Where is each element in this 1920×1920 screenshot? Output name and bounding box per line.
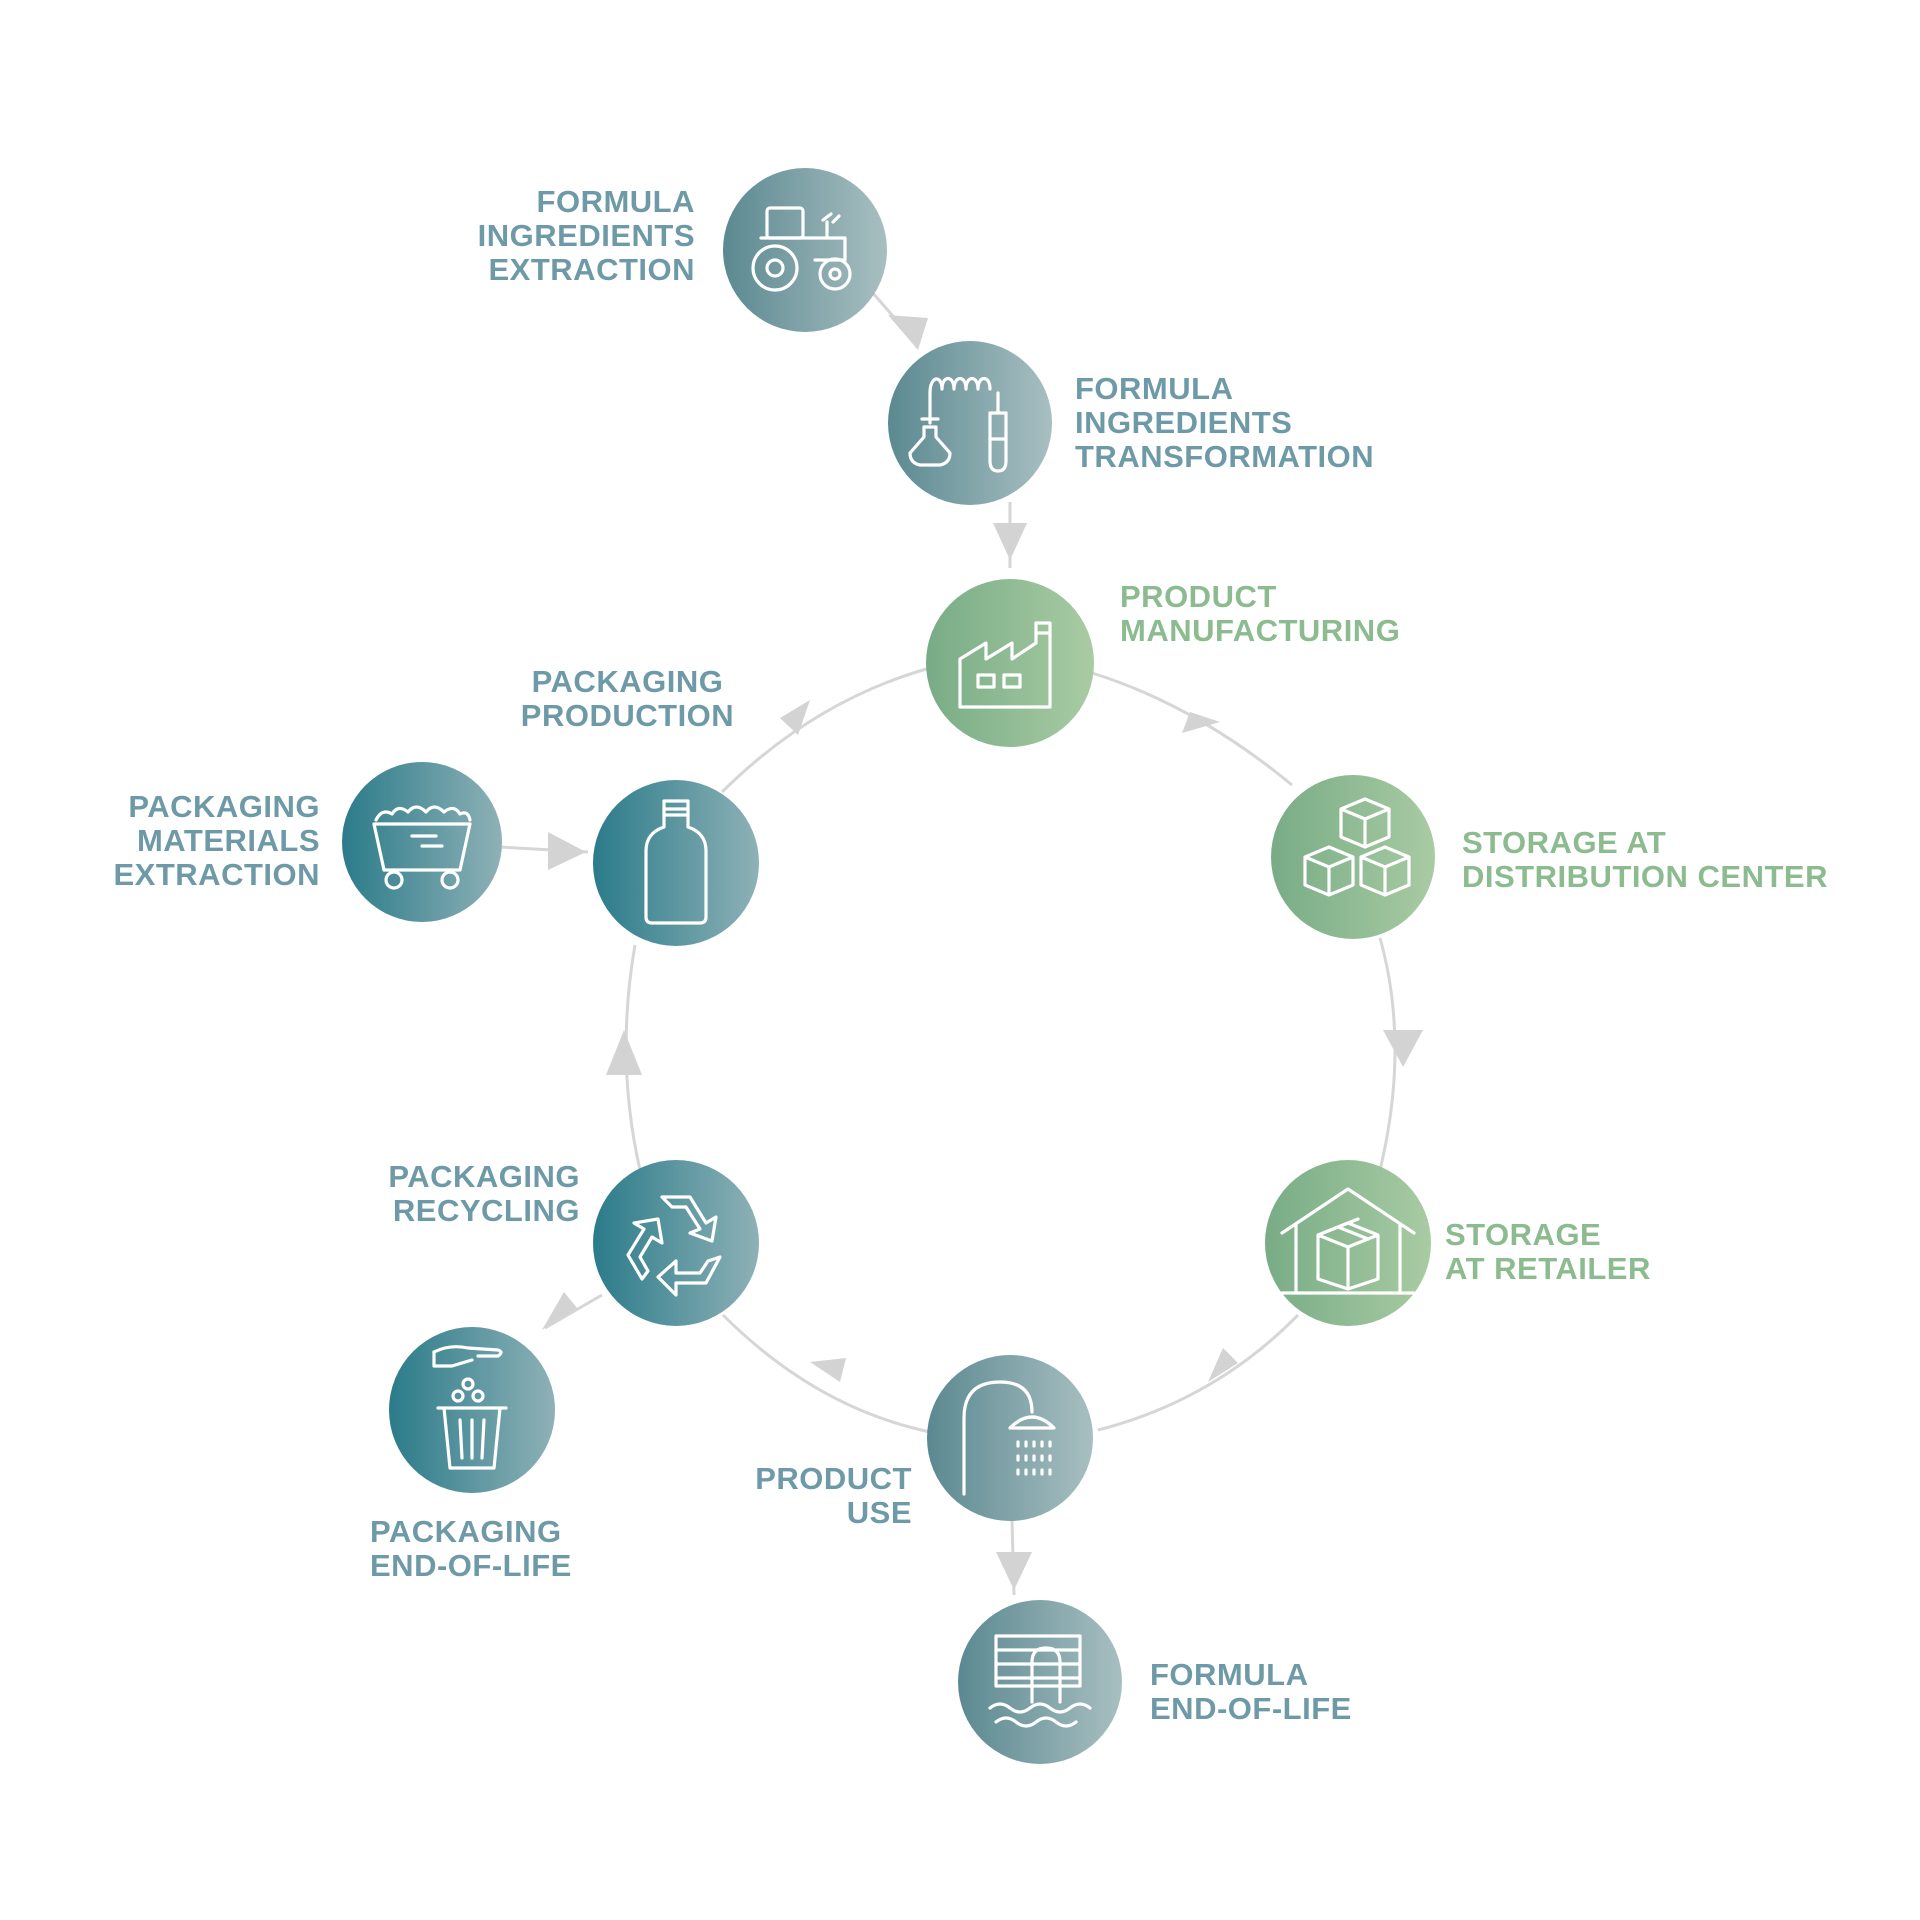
mine-cart-icon [372,805,472,890]
circle-packaging-production [593,780,759,946]
circle-packaging-materials-extraction [342,762,502,922]
connector-use-to-recycling [721,1313,936,1435]
drain-icon [988,1634,1092,1728]
arrowhead-to-distribution [1182,712,1220,733]
label-formula-end-of-life: FORMULA END-OF-LIFE [1150,1657,1352,1726]
arrowhead-to-transformation [888,315,928,350]
shower-icon [962,1380,1056,1496]
label-product-manufacturing: PRODUCT MANUFACTURING [1120,579,1401,648]
label-packaging-materials-extraction: PACKAGING MATERIALS EXTRACTION [113,789,320,892]
circle-packaging-end-of-life [389,1327,555,1493]
label-packaging-recycling: PACKAGING RECYCLING [388,1159,580,1228]
arrowheads [542,315,1423,1590]
arrowhead-to-packaging-end [542,1292,577,1330]
factory-icon [958,621,1052,709]
label-formula-extraction: FORMULA INGREDIENTS EXTRACTION [477,184,695,287]
circle-formula-end-of-life [958,1600,1122,1764]
arrowhead-to-retailer [1383,1030,1423,1067]
connector-packaging-production-to-manufacturing [720,666,931,794]
label-product-use: PRODUCT USE [755,1461,912,1530]
circle-formula-extraction [723,168,887,332]
connector-retailer-to-use [1097,1313,1300,1432]
tractor-icon [751,206,852,292]
arrowhead-to-packaging-production-left [548,832,586,870]
arrowhead-to-recycling [810,1358,846,1382]
circle-product-manufacturing [926,579,1094,747]
label-storage-distribution: STORAGE AT DISTRIBUTION CENTER [1462,825,1828,894]
label-storage-retailer: STORAGE AT RETAILER [1445,1217,1651,1286]
connector-recycling-to-packaging-end [544,1293,603,1330]
circle-formula-transformation [888,341,1052,505]
arrowhead-to-packaging-production [606,1030,642,1075]
recycle-icon [626,1195,722,1297]
circle-storage-retailer [1265,1160,1431,1326]
label-packaging-production: PACKAGING PRODUCTION [520,664,735,733]
stage-circles [342,168,1435,1764]
arrowhead-to-manufacturing-left [780,700,810,735]
circle-product-use [927,1355,1093,1521]
label-formula-transformation: FORMULA INGREDIENTS TRANSFORMATION [1075,371,1375,474]
arrowhead-to-manufacturing-top [993,523,1027,560]
arrowhead-to-formula-end [996,1552,1032,1590]
label-packaging-end-of-life: PACKAGING END-OF-LIFE [370,1514,572,1583]
trash-bin-icon [432,1345,508,1470]
lab-equipment-icon [908,376,1008,473]
circle-packaging-recycling [593,1160,759,1326]
bottle-icon [644,799,708,925]
arrowhead-to-use [1208,1348,1238,1382]
boxes-icon [1303,797,1411,897]
connector-distribution-to-retailer [1378,937,1397,1171]
warehouse-icon [1280,1187,1416,1295]
